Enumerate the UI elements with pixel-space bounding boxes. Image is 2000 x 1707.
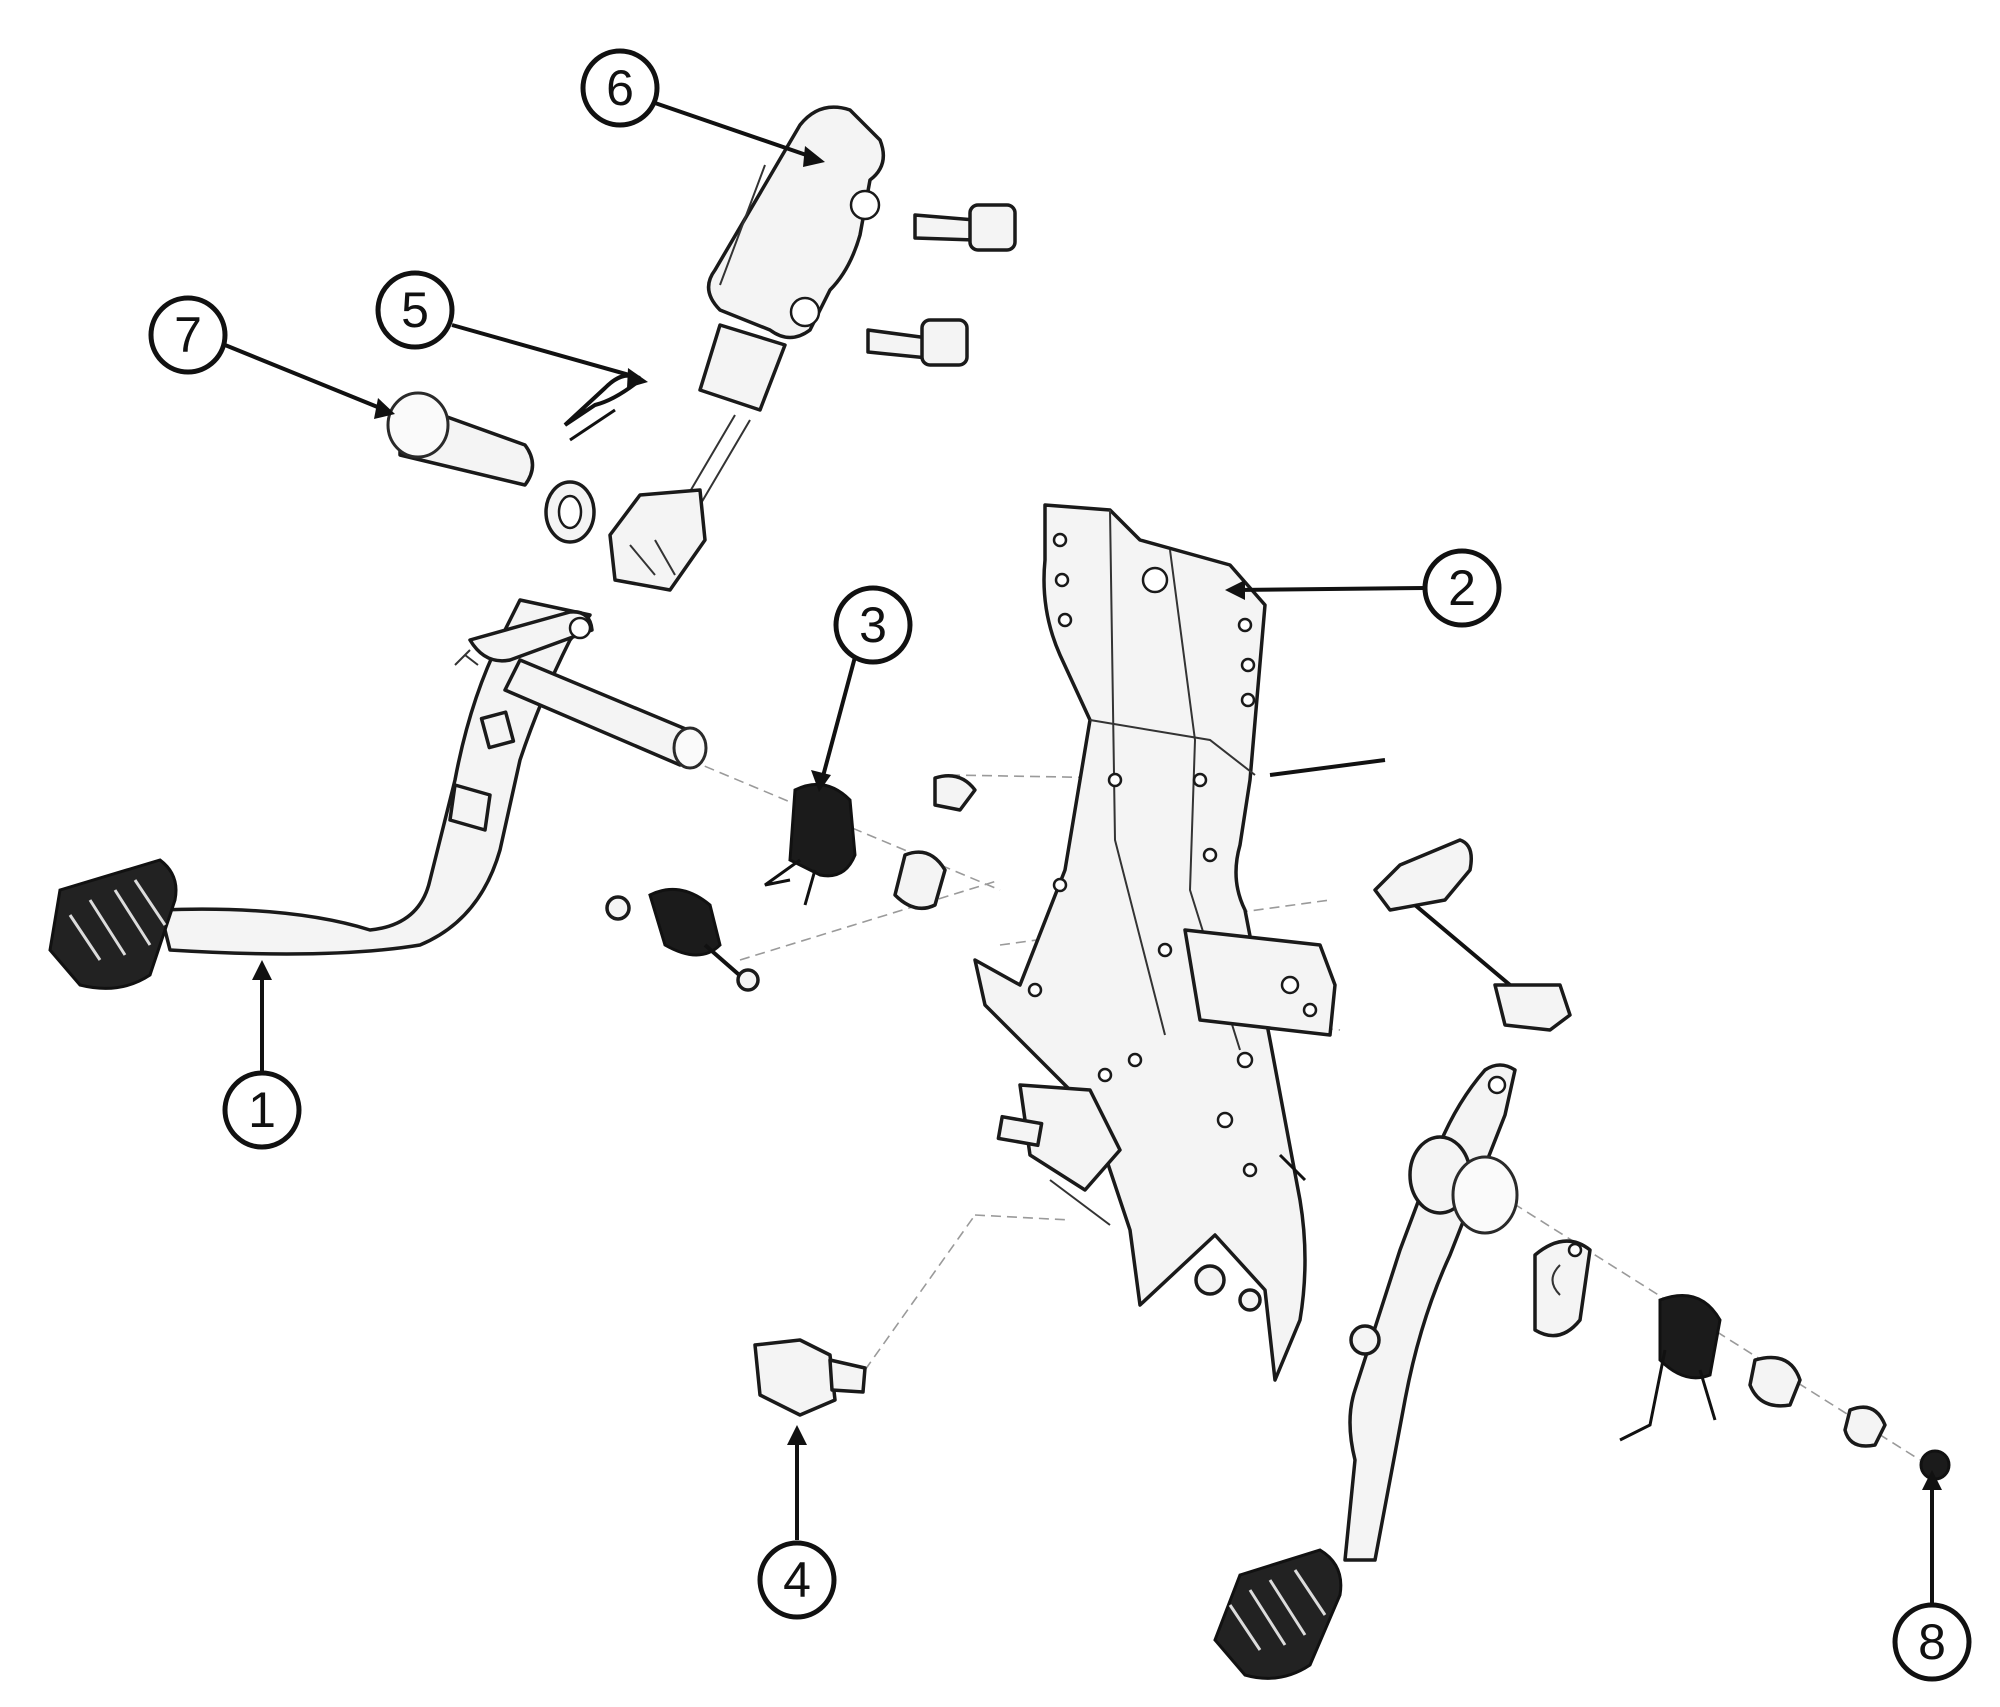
- brake-pad-icon: [1213, 1548, 1343, 1680]
- pushrod-assembly-icon: [605, 887, 760, 992]
- leader-lines: [224, 101, 1942, 1605]
- callout-3: 3: [833, 585, 913, 665]
- clutch-pedal-icon: [158, 598, 708, 956]
- master-cylinder-icon: [608, 105, 886, 592]
- clevis-pin-icon: [386, 391, 535, 487]
- callout-1-label: 1: [248, 1082, 276, 1138]
- return-spring-icon: [764, 782, 857, 906]
- pivot-plate-icon: [1533, 1239, 1592, 1338]
- callout-4: 4: [757, 1540, 837, 1620]
- callout-2: 2: [1422, 548, 1502, 628]
- callout-2-label: 2: [1448, 560, 1476, 616]
- torsion-spring-icon: [1619, 1294, 1722, 1442]
- callout-5-label: 5: [401, 282, 429, 338]
- bushing-pair-icon: [1748, 1355, 1887, 1448]
- callout-6: 6: [580, 48, 660, 128]
- callout-4-label: 4: [783, 1552, 811, 1608]
- brake-pedal-icon: [1343, 1063, 1519, 1562]
- callout-5: 5: [375, 270, 455, 350]
- callout-7: 7: [148, 295, 228, 375]
- callout-6-label: 6: [606, 60, 634, 116]
- callout-8: 8: [1892, 1602, 1972, 1682]
- assembly-guide-lines: [689, 759, 1921, 1461]
- callout-1: 1: [222, 1070, 302, 1150]
- bushing-icon: [893, 774, 977, 911]
- callout-3-label: 3: [859, 597, 887, 653]
- callout-8-label: 8: [1918, 1614, 1946, 1670]
- callout-7-label: 7: [174, 307, 202, 363]
- position-sensor-icon: [1373, 838, 1572, 1032]
- nut-icon: [1919, 1449, 1951, 1481]
- stop-switch-icon: [753, 1338, 867, 1417]
- mounting-bolts-icon: [866, 203, 1017, 367]
- washer-icon: [544, 480, 596, 544]
- pedal-pad-icon: [48, 858, 178, 990]
- pedal-bracket-icon: [973, 503, 1386, 1382]
